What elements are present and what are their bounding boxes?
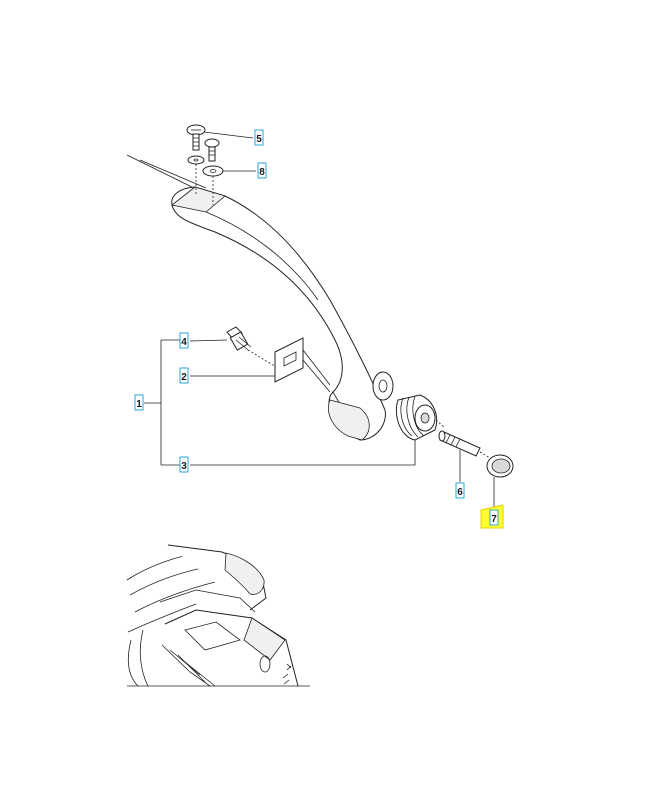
callout-8[interactable]: 8 bbox=[257, 162, 267, 179]
callout-6[interactable]: 6 bbox=[455, 482, 465, 499]
callout-5[interactable]: 5 bbox=[254, 129, 264, 146]
callout-3[interactable]: 3 bbox=[179, 456, 189, 473]
saw-body-inset bbox=[126, 544, 310, 687]
callout-3-label: 3 bbox=[181, 461, 187, 472]
callout-7-label: 7 bbox=[491, 514, 497, 525]
callout-4[interactable]: 4 bbox=[179, 332, 189, 349]
leader-lines bbox=[144, 131, 495, 507]
pin-6 bbox=[438, 430, 491, 459]
callout-7[interactable]: 7 bbox=[480, 504, 504, 529]
callout-1[interactable]: 1 bbox=[134, 394, 144, 411]
callout-6-label: 6 bbox=[457, 487, 463, 498]
bolt-4 bbox=[226, 326, 279, 369]
damper-3 bbox=[395, 394, 446, 441]
rubber-mount-disc bbox=[372, 371, 394, 401]
callout-5-label: 5 bbox=[256, 134, 262, 145]
callout-8-label: 8 bbox=[259, 167, 265, 178]
front-handle-bar bbox=[126, 154, 386, 441]
callout-4-label: 4 bbox=[181, 337, 187, 348]
callout-1-label: 1 bbox=[136, 399, 142, 410]
cap-7 bbox=[486, 454, 514, 478]
callout-2[interactable]: 2 bbox=[179, 367, 189, 384]
screw-5-assembly bbox=[186, 124, 206, 195]
screw-8-assembly bbox=[202, 138, 224, 205]
bracket-2 bbox=[274, 337, 331, 393]
callout-2-label: 2 bbox=[181, 372, 187, 383]
